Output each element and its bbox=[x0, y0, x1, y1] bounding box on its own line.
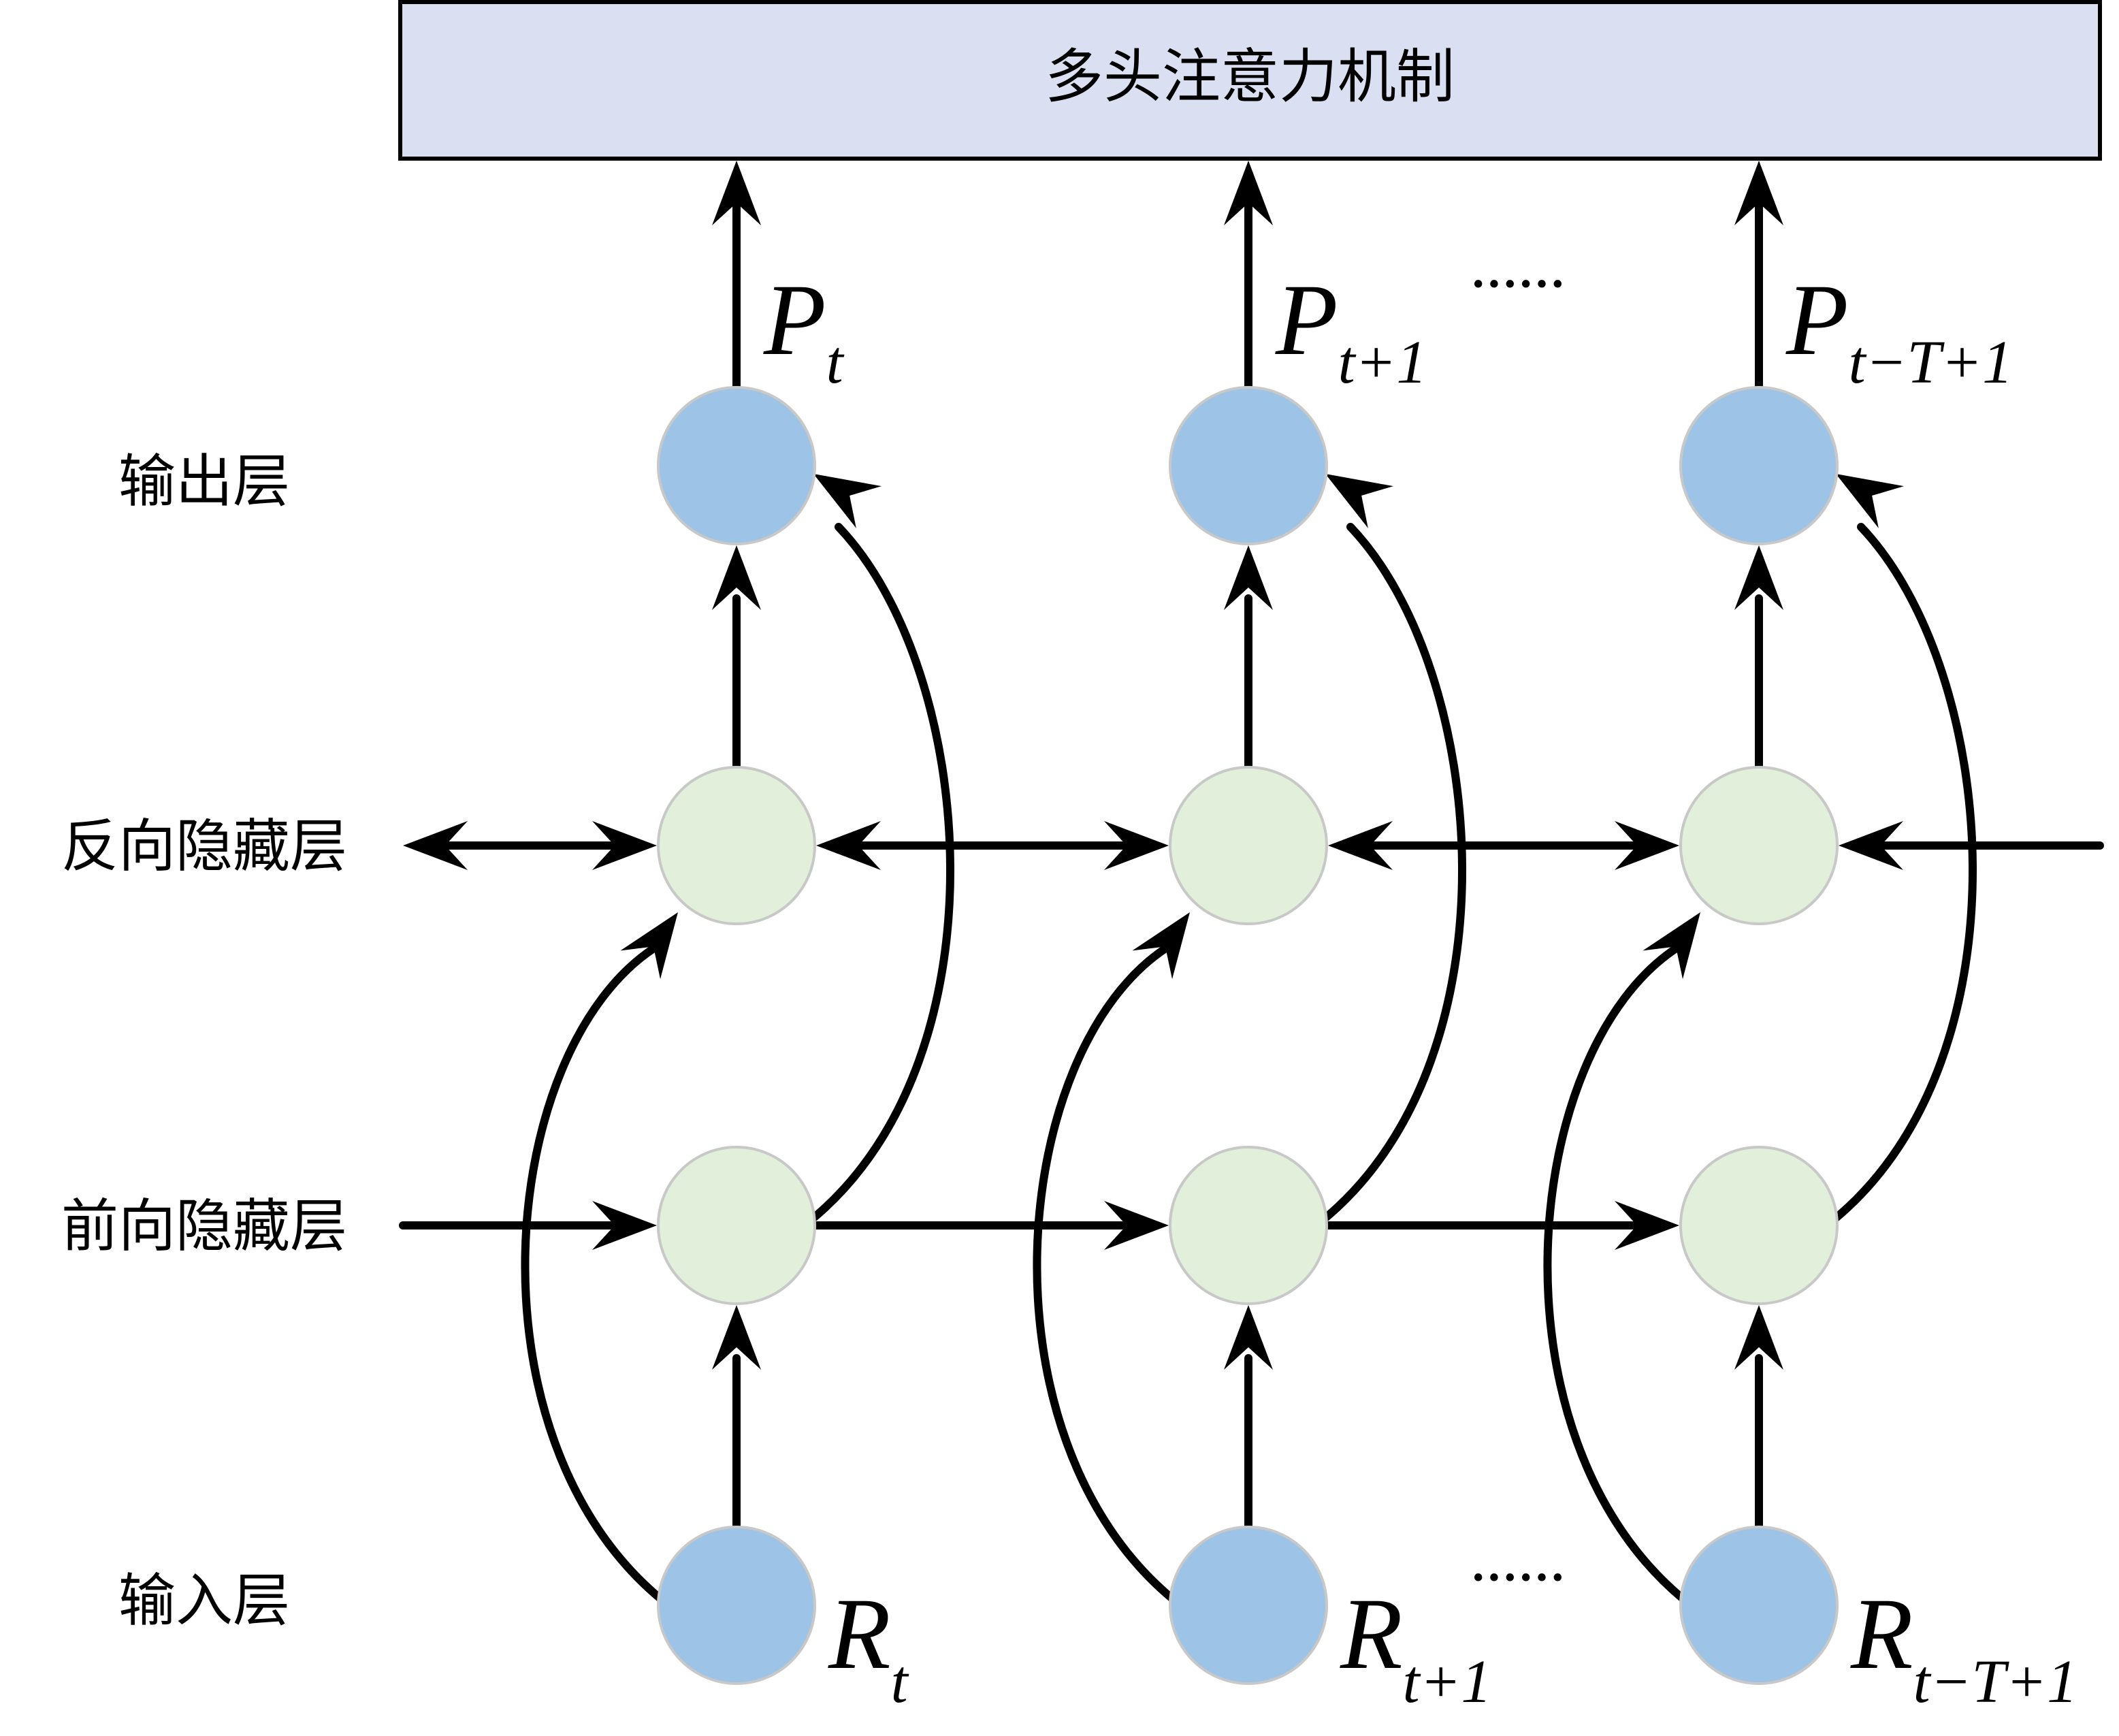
input-node-0 bbox=[657, 1526, 816, 1685]
attention-box: 多头注意力机制 bbox=[398, 0, 2102, 161]
arrowhead-forward-0-1 bbox=[1104, 1201, 1169, 1250]
backward-hidden-node-0 bbox=[657, 766, 816, 925]
ellipsis-top: ······ bbox=[1470, 258, 1566, 310]
input-label-2: Rt−T+1 bbox=[1850, 1577, 2077, 1716]
row-label-input: 输入层 bbox=[118, 1567, 290, 1634]
curve-input-to-backward-2 bbox=[1543, 944, 1687, 1603]
input-label-0: Rt bbox=[828, 1577, 909, 1716]
arrowhead-forward-to-output-2 bbox=[1836, 474, 1904, 528]
row-label-forward: 前向隐藏层 bbox=[61, 1193, 347, 1259]
arrowhead-backward-2-1 bbox=[1328, 821, 1393, 870]
arrowheads bbox=[403, 161, 1904, 1370]
arrowhead-input-to-forward-0 bbox=[712, 1305, 761, 1370]
row-label-backward: 反向隐藏层 bbox=[61, 813, 347, 880]
arrowhead-forward-1-2 bbox=[1615, 1201, 1679, 1250]
arrowhead-backward-entry bbox=[1839, 821, 1903, 870]
row-label-output: 输出层 bbox=[118, 448, 290, 515]
output-label-2: Pt−T+1 bbox=[1785, 263, 2013, 396]
attention-box-rect bbox=[398, 0, 2102, 161]
arrowhead-forward-entry bbox=[592, 1201, 657, 1250]
arrowhead-forward-to-output-1 bbox=[1325, 474, 1393, 528]
input-label-1: Rt+1 bbox=[1340, 1577, 1491, 1716]
backward-hidden-node-2 bbox=[1679, 766, 1839, 925]
arrowhead-backward-1-2-b bbox=[1615, 821, 1679, 870]
forward-hidden-node-1 bbox=[1169, 1146, 1328, 1305]
arrowhead-backward-0-1-b bbox=[1104, 821, 1169, 870]
arrowhead-output-to-attention-2 bbox=[1734, 161, 1783, 225]
curve-forward-to-output-1 bbox=[1321, 523, 1466, 1223]
arrowhead-input-to-backward-2 bbox=[1643, 912, 1700, 980]
ellipsis-bottom: ······ bbox=[1470, 1552, 1566, 1604]
attention-box-label: 多头注意力机制 bbox=[1045, 43, 1455, 111]
arrowhead-input-to-forward-2 bbox=[1734, 1305, 1783, 1370]
curve-forward-to-output-0 bbox=[809, 523, 954, 1223]
output-node-0 bbox=[657, 386, 816, 545]
arrowhead-backward-to-output-1 bbox=[1224, 545, 1273, 610]
arrowhead-backward-1-0 bbox=[816, 821, 881, 870]
arrowhead-input-to-backward-0 bbox=[620, 912, 678, 980]
arrowhead-backward-to-output-2 bbox=[1734, 545, 1783, 610]
forward-hidden-node-0 bbox=[657, 1146, 816, 1305]
arrowhead-forward-to-output-0 bbox=[813, 474, 881, 528]
curve-forward-to-output-2 bbox=[1831, 523, 1977, 1223]
arrowhead-backward-left-in bbox=[592, 821, 657, 870]
arrowhead-input-to-backward-1 bbox=[1132, 912, 1190, 980]
output-node-2 bbox=[1679, 386, 1839, 545]
arrowhead-output-to-attention-1 bbox=[1224, 161, 1273, 225]
arrowhead-output-to-attention-0 bbox=[712, 161, 761, 225]
output-node-1 bbox=[1169, 386, 1328, 545]
backward-hidden-node-1 bbox=[1169, 766, 1328, 925]
edges bbox=[399, 200, 2104, 1603]
curve-input-to-backward-0 bbox=[521, 944, 664, 1603]
input-node-1 bbox=[1169, 1526, 1328, 1685]
curve-input-to-backward-1 bbox=[1033, 944, 1176, 1603]
nodes bbox=[657, 386, 1839, 1685]
arrowhead-backward-exit bbox=[403, 821, 468, 870]
forward-hidden-node-2 bbox=[1679, 1146, 1839, 1305]
arrowhead-input-to-forward-1 bbox=[1224, 1305, 1273, 1370]
output-label-1: Pt+1 bbox=[1275, 263, 1427, 396]
output-label-0: Pt bbox=[763, 263, 845, 396]
input-node-2 bbox=[1679, 1526, 1839, 1685]
arrowhead-backward-to-output-0 bbox=[712, 545, 761, 610]
